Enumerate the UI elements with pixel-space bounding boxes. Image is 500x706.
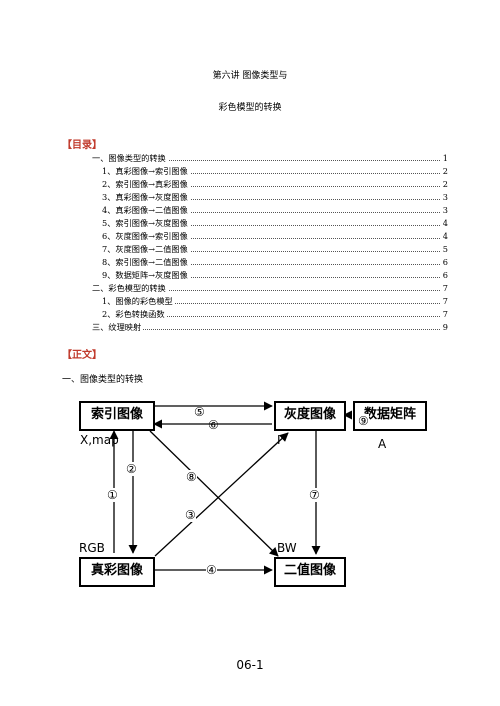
arrow-number-1: ①	[107, 488, 118, 502]
box-truecolor-image: 真彩图像	[79, 557, 155, 587]
box-binary-image: 二值图像	[274, 557, 346, 587]
arrow-number-7: ⑦	[309, 488, 320, 502]
body-heading: 【正文】	[62, 350, 102, 361]
label-i: I	[277, 433, 281, 447]
doc-title: 第六讲 图像类型与	[212, 71, 288, 81]
box-grayscale-image: 灰度图像	[274, 401, 346, 431]
label-rgb: RGB	[79, 541, 105, 555]
toc-heading: 【目录】	[62, 140, 102, 151]
arrow-8	[149, 430, 279, 557]
label-a: A	[378, 437, 387, 451]
page-footer: 06-1	[236, 658, 264, 672]
label-bw: BW	[277, 541, 297, 555]
doc-subtitle: 彩色模型的转换	[218, 103, 282, 113]
arrow-number-3: ③	[185, 508, 196, 522]
box-indexed-image: 索引图像	[79, 401, 155, 431]
arrow-number-9: ⑨	[358, 414, 369, 428]
section-heading: 一、图像类型的转换	[62, 375, 144, 385]
arrow-number-4: ④	[206, 563, 217, 577]
arrow-number-5: ⑤	[194, 405, 205, 419]
arrow-3	[154, 432, 289, 557]
arrow-number-8: ⑧	[186, 470, 197, 484]
arrow-number-6: ⑥	[208, 418, 219, 432]
arrow-number-2: ②	[126, 462, 137, 476]
label-xmap: X,map	[80, 433, 119, 447]
